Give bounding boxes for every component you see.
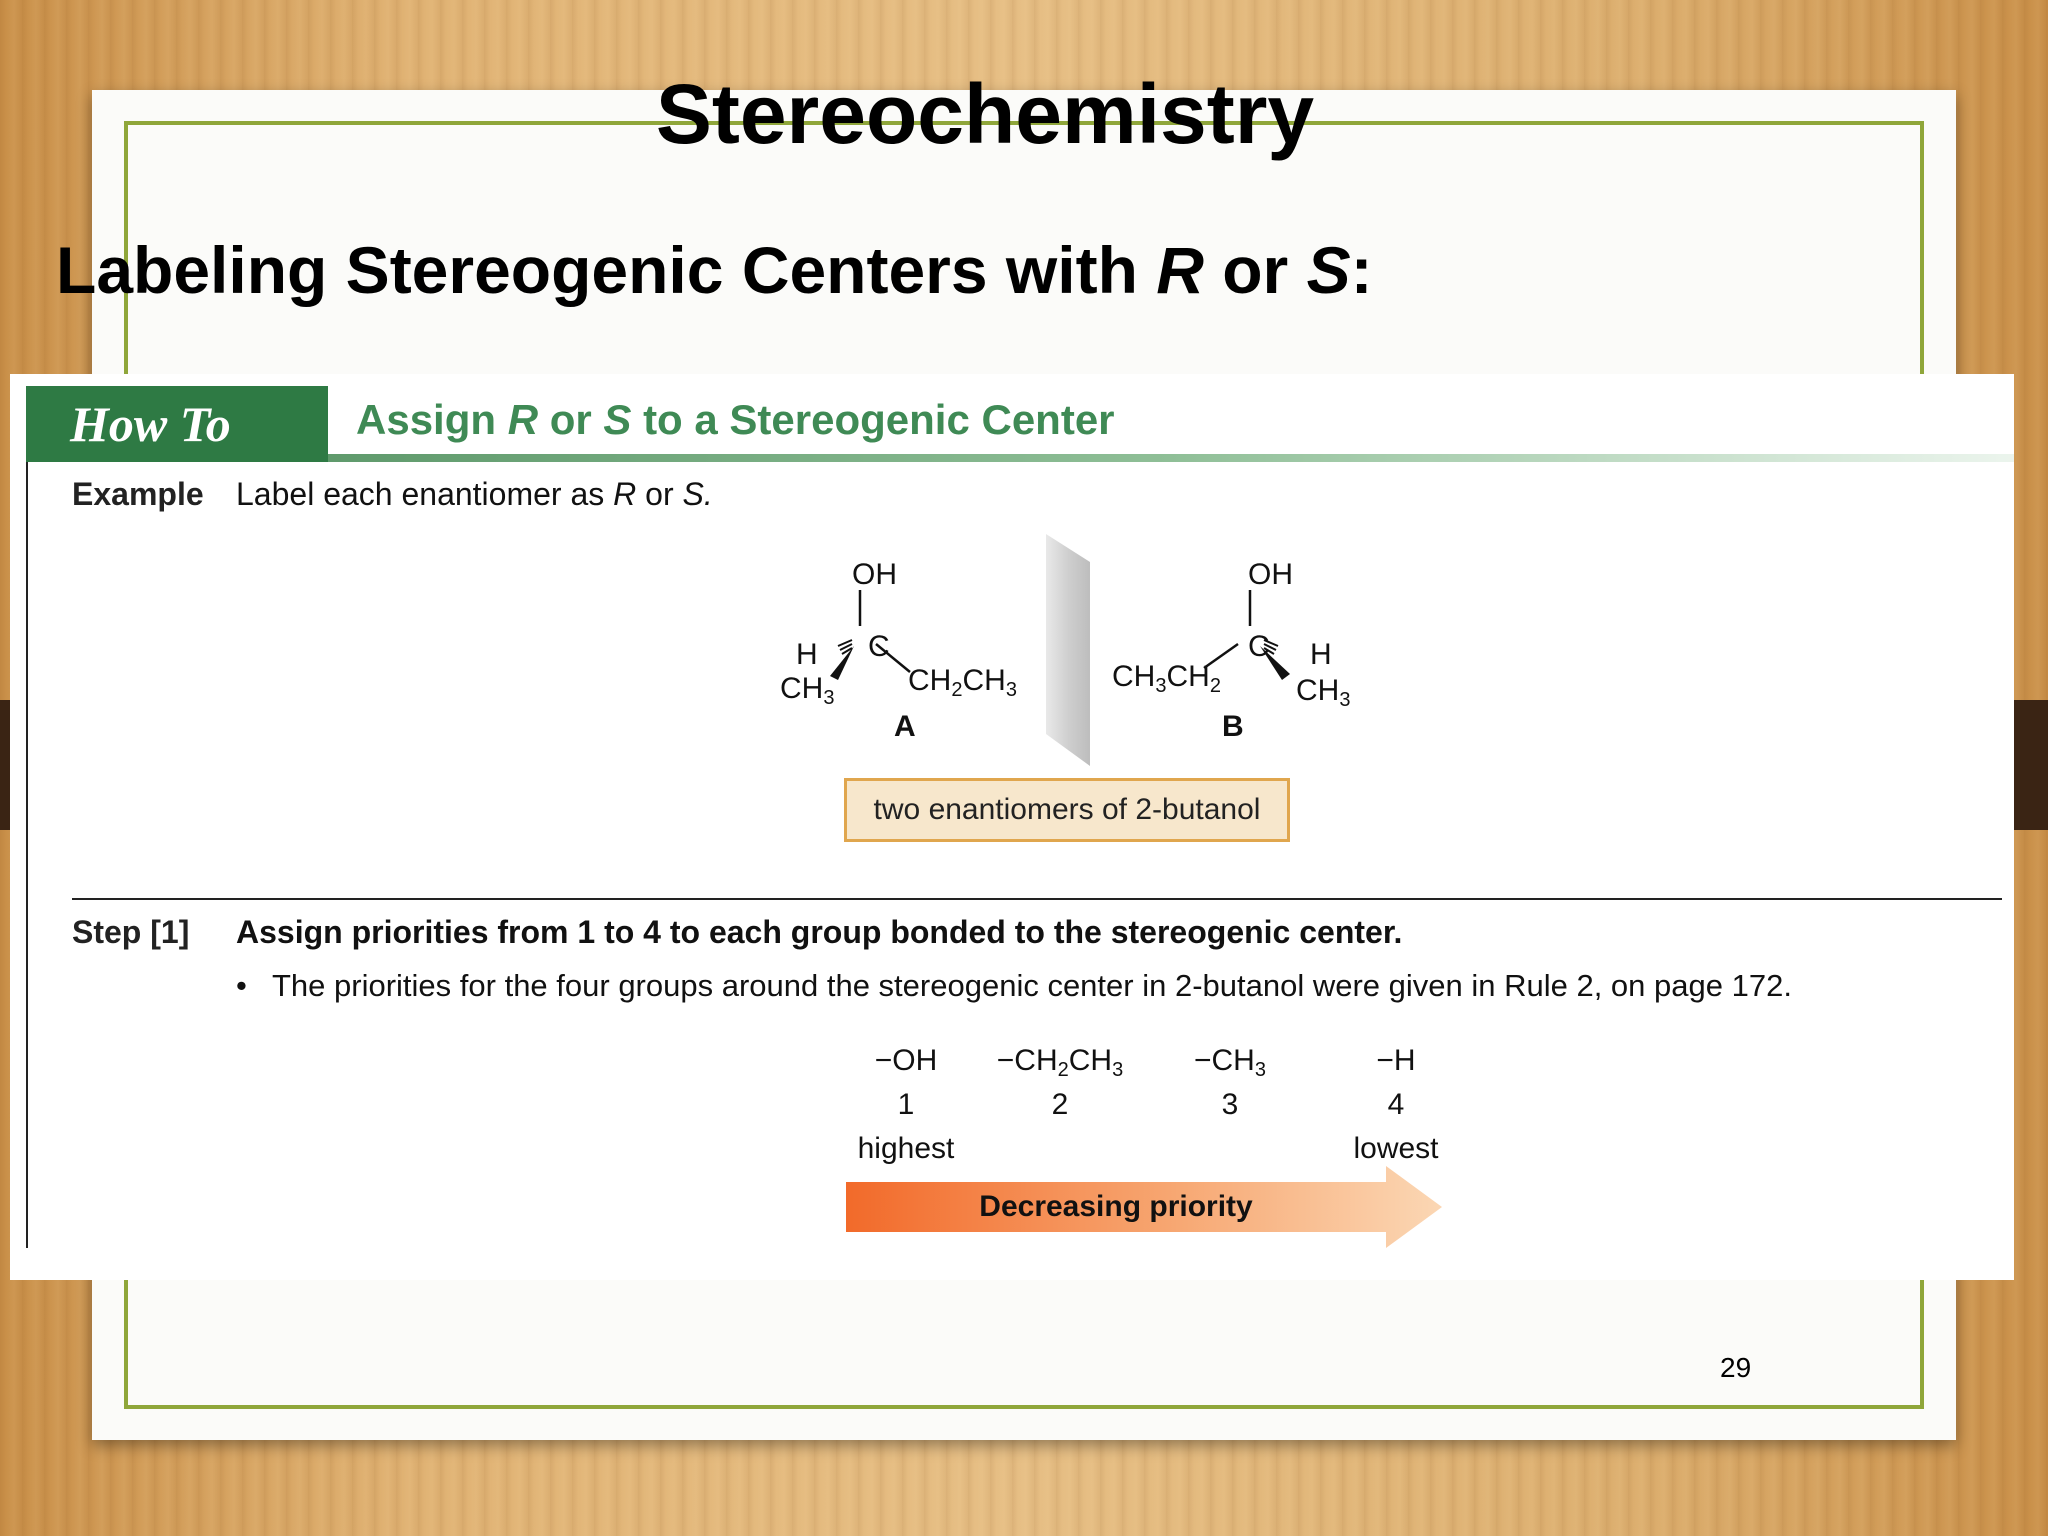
- molecule-a-center: C: [868, 630, 890, 663]
- b-ch2-text: CH: [1166, 660, 1210, 693]
- priority-group-methyl: −CH3: [1160, 1044, 1300, 1082]
- molecule-a-h: H: [796, 638, 818, 671]
- panel-left-rule: [26, 386, 28, 1248]
- howto-title-s: S: [603, 396, 632, 443]
- ethyl-sub-a: 2: [1057, 1059, 1069, 1081]
- example-text-main: Label each enantiomer as: [236, 476, 614, 512]
- priority-rank-2: 2: [1051, 1088, 1069, 1121]
- howto-rule: [328, 454, 2014, 462]
- a-ch3-text: CH: [780, 672, 824, 705]
- howto-title-r: R: [507, 396, 539, 443]
- priority-group-oh: −OH: [874, 1044, 938, 1077]
- howto-title-rest: to a Stereogenic Center: [631, 396, 1115, 443]
- subtitle-s: S: [1306, 233, 1351, 307]
- howto-title-text: Assign: [356, 396, 508, 443]
- mirror-plane: [1046, 534, 1090, 766]
- molecule-b-h: H: [1310, 638, 1332, 671]
- a-ch3b-sub: 3: [1005, 679, 1017, 701]
- slide-title: Stereochemistry: [655, 67, 1315, 161]
- background-dark-band-right: [2008, 700, 2048, 830]
- howto-tab: How To: [26, 386, 328, 462]
- step1-bullet: • The priorities for the four groups arou…: [236, 968, 1792, 1004]
- b-ch3a-sub: 3: [1155, 675, 1167, 697]
- priority-note-highest: highest: [857, 1132, 955, 1165]
- decreasing-priority-arrow: Decreasing priority: [846, 1166, 1442, 1248]
- subtitle-colon: :: [1350, 233, 1373, 307]
- methyl-text: −CH: [1194, 1044, 1255, 1077]
- molecule-b-center: C: [1248, 630, 1270, 663]
- b-ch3a-text: CH: [1112, 660, 1156, 693]
- ethyl-b: CH: [1068, 1044, 1113, 1077]
- example-text-s: S.: [682, 476, 713, 512]
- molecule-b-oh: OH: [1248, 558, 1293, 591]
- subtitle-text: Labeling Stereogenic Centers with: [56, 233, 1157, 307]
- howto-title-or: or: [538, 396, 604, 443]
- methyl-sub: 3: [1254, 1059, 1266, 1081]
- priority-note-lowest: lowest: [1353, 1132, 1439, 1165]
- priority-rank-1: 1: [897, 1088, 915, 1121]
- priority-group-ethyl: −CH2CH3: [970, 1044, 1150, 1082]
- priority-rank-4: 4: [1387, 1088, 1405, 1121]
- molecule-a-ethyl: CH2CH3: [908, 664, 1017, 702]
- a-ch3-sub: 3: [823, 687, 835, 709]
- priority-rank-3: 3: [1221, 1088, 1239, 1121]
- example-text-or: or: [636, 476, 683, 512]
- priority-group-h: −H: [1376, 1044, 1416, 1077]
- ethyl-sub-b: 3: [1112, 1059, 1124, 1081]
- b-ch3-sub: 3: [1339, 689, 1351, 711]
- b-ch2-sub: 2: [1209, 675, 1221, 697]
- arrow-shape: [846, 1166, 1442, 1248]
- page-number: 29: [1720, 1352, 1752, 1383]
- a-ch3b-text: CH: [962, 664, 1006, 697]
- a-ch2-sub: 2: [951, 679, 963, 701]
- molecule-b-label: B: [1222, 710, 1244, 743]
- bullet-dot: •: [236, 968, 247, 1003]
- subtitle-or: or: [1203, 233, 1307, 307]
- molecule-b-ch3: CH3: [1296, 674, 1350, 712]
- step1-heading: Assign priorities from 1 to 4 to each gr…: [236, 914, 1403, 950]
- molecule-a-label: A: [894, 710, 916, 743]
- b-ch3-text: CH: [1296, 674, 1340, 707]
- subtitle-r: R: [1156, 233, 1204, 307]
- textbook-panel: How To Assign R or S to a Stereogenic Ce…: [10, 374, 2014, 1280]
- molecule-b-bonds: [1203, 590, 1290, 680]
- step1-label: Step [1]: [72, 914, 190, 950]
- example-text-r: R: [613, 476, 637, 512]
- enantiomers-caption: two enantiomers of 2-butanol: [844, 778, 1290, 842]
- section-divider: [72, 898, 2002, 900]
- molecule-a-oh: OH: [852, 558, 897, 591]
- howto-title: Assign R or S to a Stereogenic Center: [356, 396, 1115, 444]
- arrow-label: Decreasing priority: [979, 1190, 1253, 1223]
- step1-bullet-text: The priorities for the four groups aroun…: [272, 968, 1792, 1003]
- ethyl-a: −CH: [996, 1044, 1058, 1077]
- molecule-a-ch3: CH3: [780, 672, 834, 710]
- slide-subtitle: Labeling Stereogenic Centers with R or S…: [56, 232, 1373, 308]
- molecule-a-bonds: [830, 590, 911, 680]
- example-label: Example: [72, 476, 204, 512]
- a-ch2-text: CH: [908, 664, 952, 697]
- example-text: Label each enantiomer as R or S.: [236, 476, 713, 513]
- molecule-b-ethyl: CH3CH2: [1112, 660, 1221, 698]
